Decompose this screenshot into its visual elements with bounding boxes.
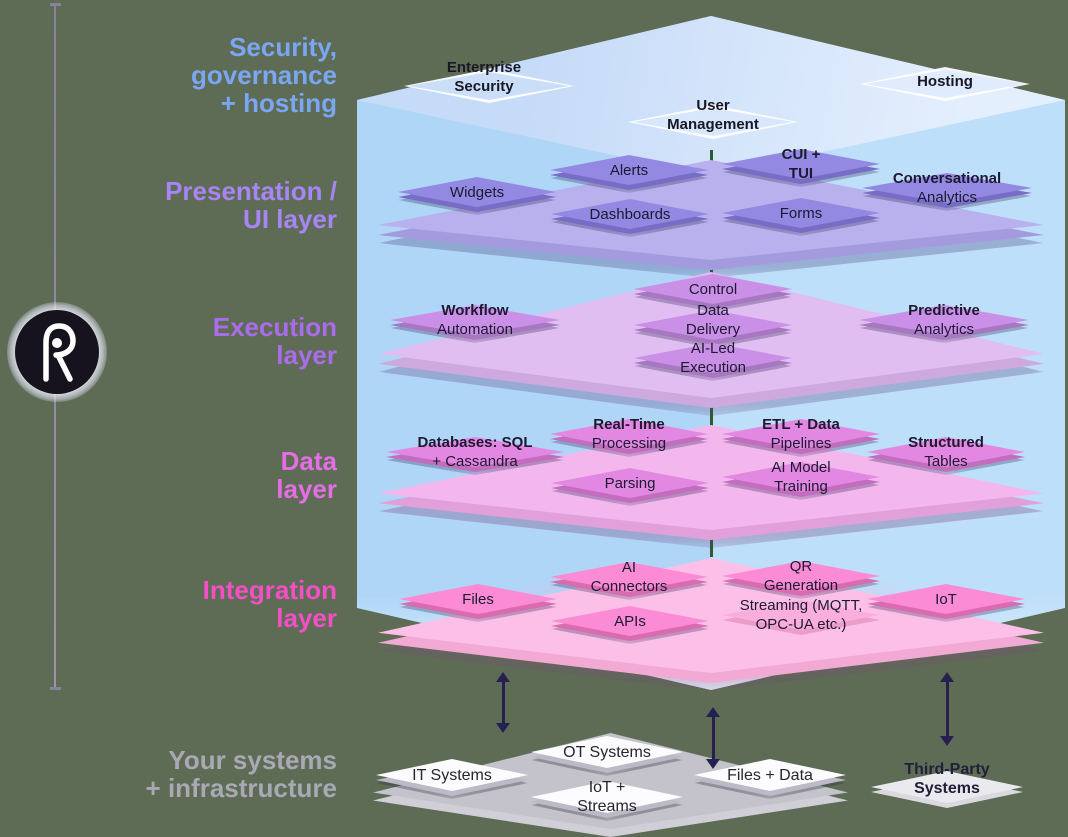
tile-label-predictive-analytics: Predictive Analytics <box>908 302 980 338</box>
updown-arrow-icon <box>496 672 510 733</box>
tile-label-third-party-systems: Third-Party Systems <box>904 761 990 797</box>
tile-label-iot-streams: IoT + Streams <box>577 779 637 815</box>
updown-arrow-icon <box>940 672 954 746</box>
tile-label-enterprise-security: Enterprise Security <box>446 59 522 95</box>
connector-segment <box>710 150 713 161</box>
tile-label-ai-connectors: AI Connectors <box>590 559 668 595</box>
connector-segment <box>710 401 713 426</box>
tile-label-structured-tables: Structured Tables <box>908 434 984 470</box>
rail-top-cap <box>50 3 61 6</box>
tile-label-alerts: Alerts <box>609 161 649 179</box>
tile-label-iot: IoT <box>935 590 957 608</box>
label-security-governance-hosting: Security, governance + hosting <box>191 32 337 118</box>
tile-enterprise-security <box>404 69 574 103</box>
tile-label-apis: APIs <box>614 612 646 630</box>
tile-label-user-management: User Management <box>667 97 759 133</box>
label-your-systems-infrastructure: Your systems + infrastructure <box>145 745 337 803</box>
tile-user-management <box>628 105 798 139</box>
tile-label-files-data: Files + Data <box>727 766 813 784</box>
tile-label-etl-data-pipelines: ETL + Data Pipelines <box>762 416 840 452</box>
label-data-layer: Data layer <box>276 446 337 504</box>
tile-label-ai-model-training: AI Model Training <box>771 459 831 495</box>
tile-label-qr-generation: QR Generation <box>763 558 839 594</box>
updown-arrow-icon <box>706 707 720 769</box>
tile-label-ai-led-execution: AI-Led Execution <box>680 340 746 376</box>
tile-label-ot-systems: OT Systems <box>563 743 651 761</box>
connector-segment <box>710 533 713 557</box>
label-integration-layer: Integration layer <box>202 575 337 633</box>
tile-third-party-systems <box>871 771 1023 808</box>
tile-label-dashboards: Dashboards <box>589 205 671 223</box>
tile-ot-systems <box>531 736 683 776</box>
r-mark-icon <box>43 323 76 382</box>
tile-label-hosting: Hosting <box>917 72 973 90</box>
tile-label-it-systems: IT Systems <box>412 766 492 784</box>
label-presentation-ui-layer: Presentation / UI layer <box>165 176 337 234</box>
rayven-logo <box>7 302 107 402</box>
tile-label-data-delivery: Data Delivery <box>685 302 741 338</box>
tile-label-databases-sql-cassandra: Databases: SQL + Cassandra <box>417 434 533 470</box>
tile-label-cui-tui: CUI + TUI <box>781 146 821 182</box>
tile-label-control: Control <box>688 280 738 298</box>
tile-label-widgets: Widgets <box>449 183 505 201</box>
rail-bottom-cap <box>50 687 61 690</box>
tile-hosting <box>860 67 1030 101</box>
tile-label-conversational-analytics: Conversational Analytics <box>892 170 1002 206</box>
tile-label-files: Files <box>462 590 494 608</box>
tile-it-systems <box>376 759 528 799</box>
tile-label-real-time-processing: Real-Time Processing <box>591 416 667 452</box>
tile-label-parsing: Parsing <box>604 474 656 492</box>
tile-label-forms: Forms <box>779 204 823 222</box>
tile-label-streaming: Streaming (MQTT, OPC-UA etc.) <box>739 597 863 633</box>
label-execution-layer: Execution layer <box>212 312 337 370</box>
tile-label-workflow-automation: Workflow Automation <box>437 302 513 338</box>
